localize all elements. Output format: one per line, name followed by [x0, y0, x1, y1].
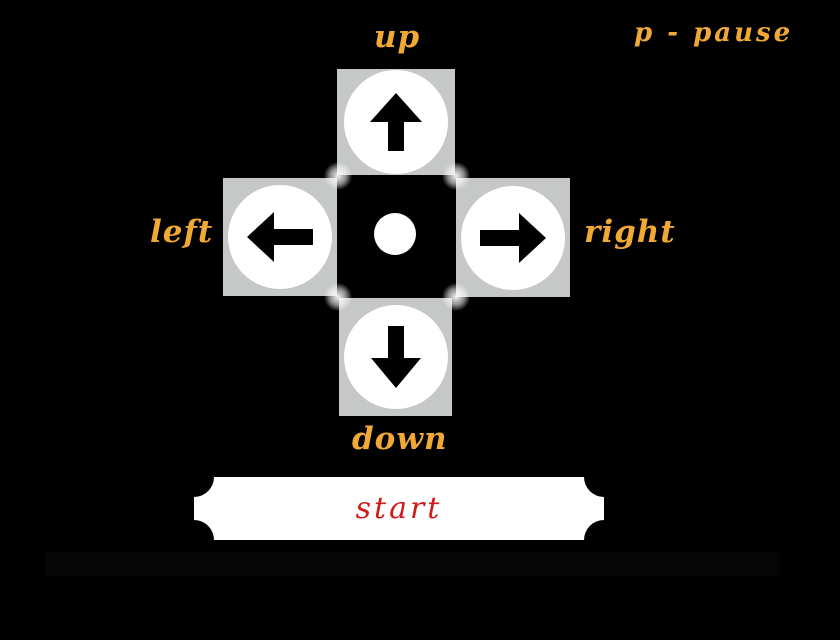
up-label: up — [374, 19, 421, 55]
arrow-right-icon — [480, 212, 546, 263]
start-label: start — [355, 491, 443, 526]
dpad-up-button[interactable] — [337, 69, 455, 175]
corner-glow — [442, 283, 470, 311]
dpad-right-button[interactable] — [456, 178, 570, 297]
bottom-band — [45, 552, 780, 576]
ticket-shape — [194, 477, 604, 540]
corner-glow — [324, 283, 352, 311]
arrow-left-icon — [247, 212, 313, 262]
corner-glow — [324, 162, 352, 190]
arrow-down-icon — [370, 326, 421, 388]
left-label: left — [150, 214, 214, 250]
start-button[interactable]: start — [194, 477, 604, 540]
right-label: right — [584, 214, 676, 250]
center-dot-icon — [374, 213, 416, 255]
corner-glow — [442, 162, 470, 190]
down-label: down — [352, 421, 448, 457]
arrow-up-icon — [370, 93, 422, 151]
dpad-left-button[interactable] — [223, 178, 337, 296]
dpad-down-button[interactable] — [339, 298, 452, 416]
pause-hint: p - pause — [634, 18, 794, 48]
